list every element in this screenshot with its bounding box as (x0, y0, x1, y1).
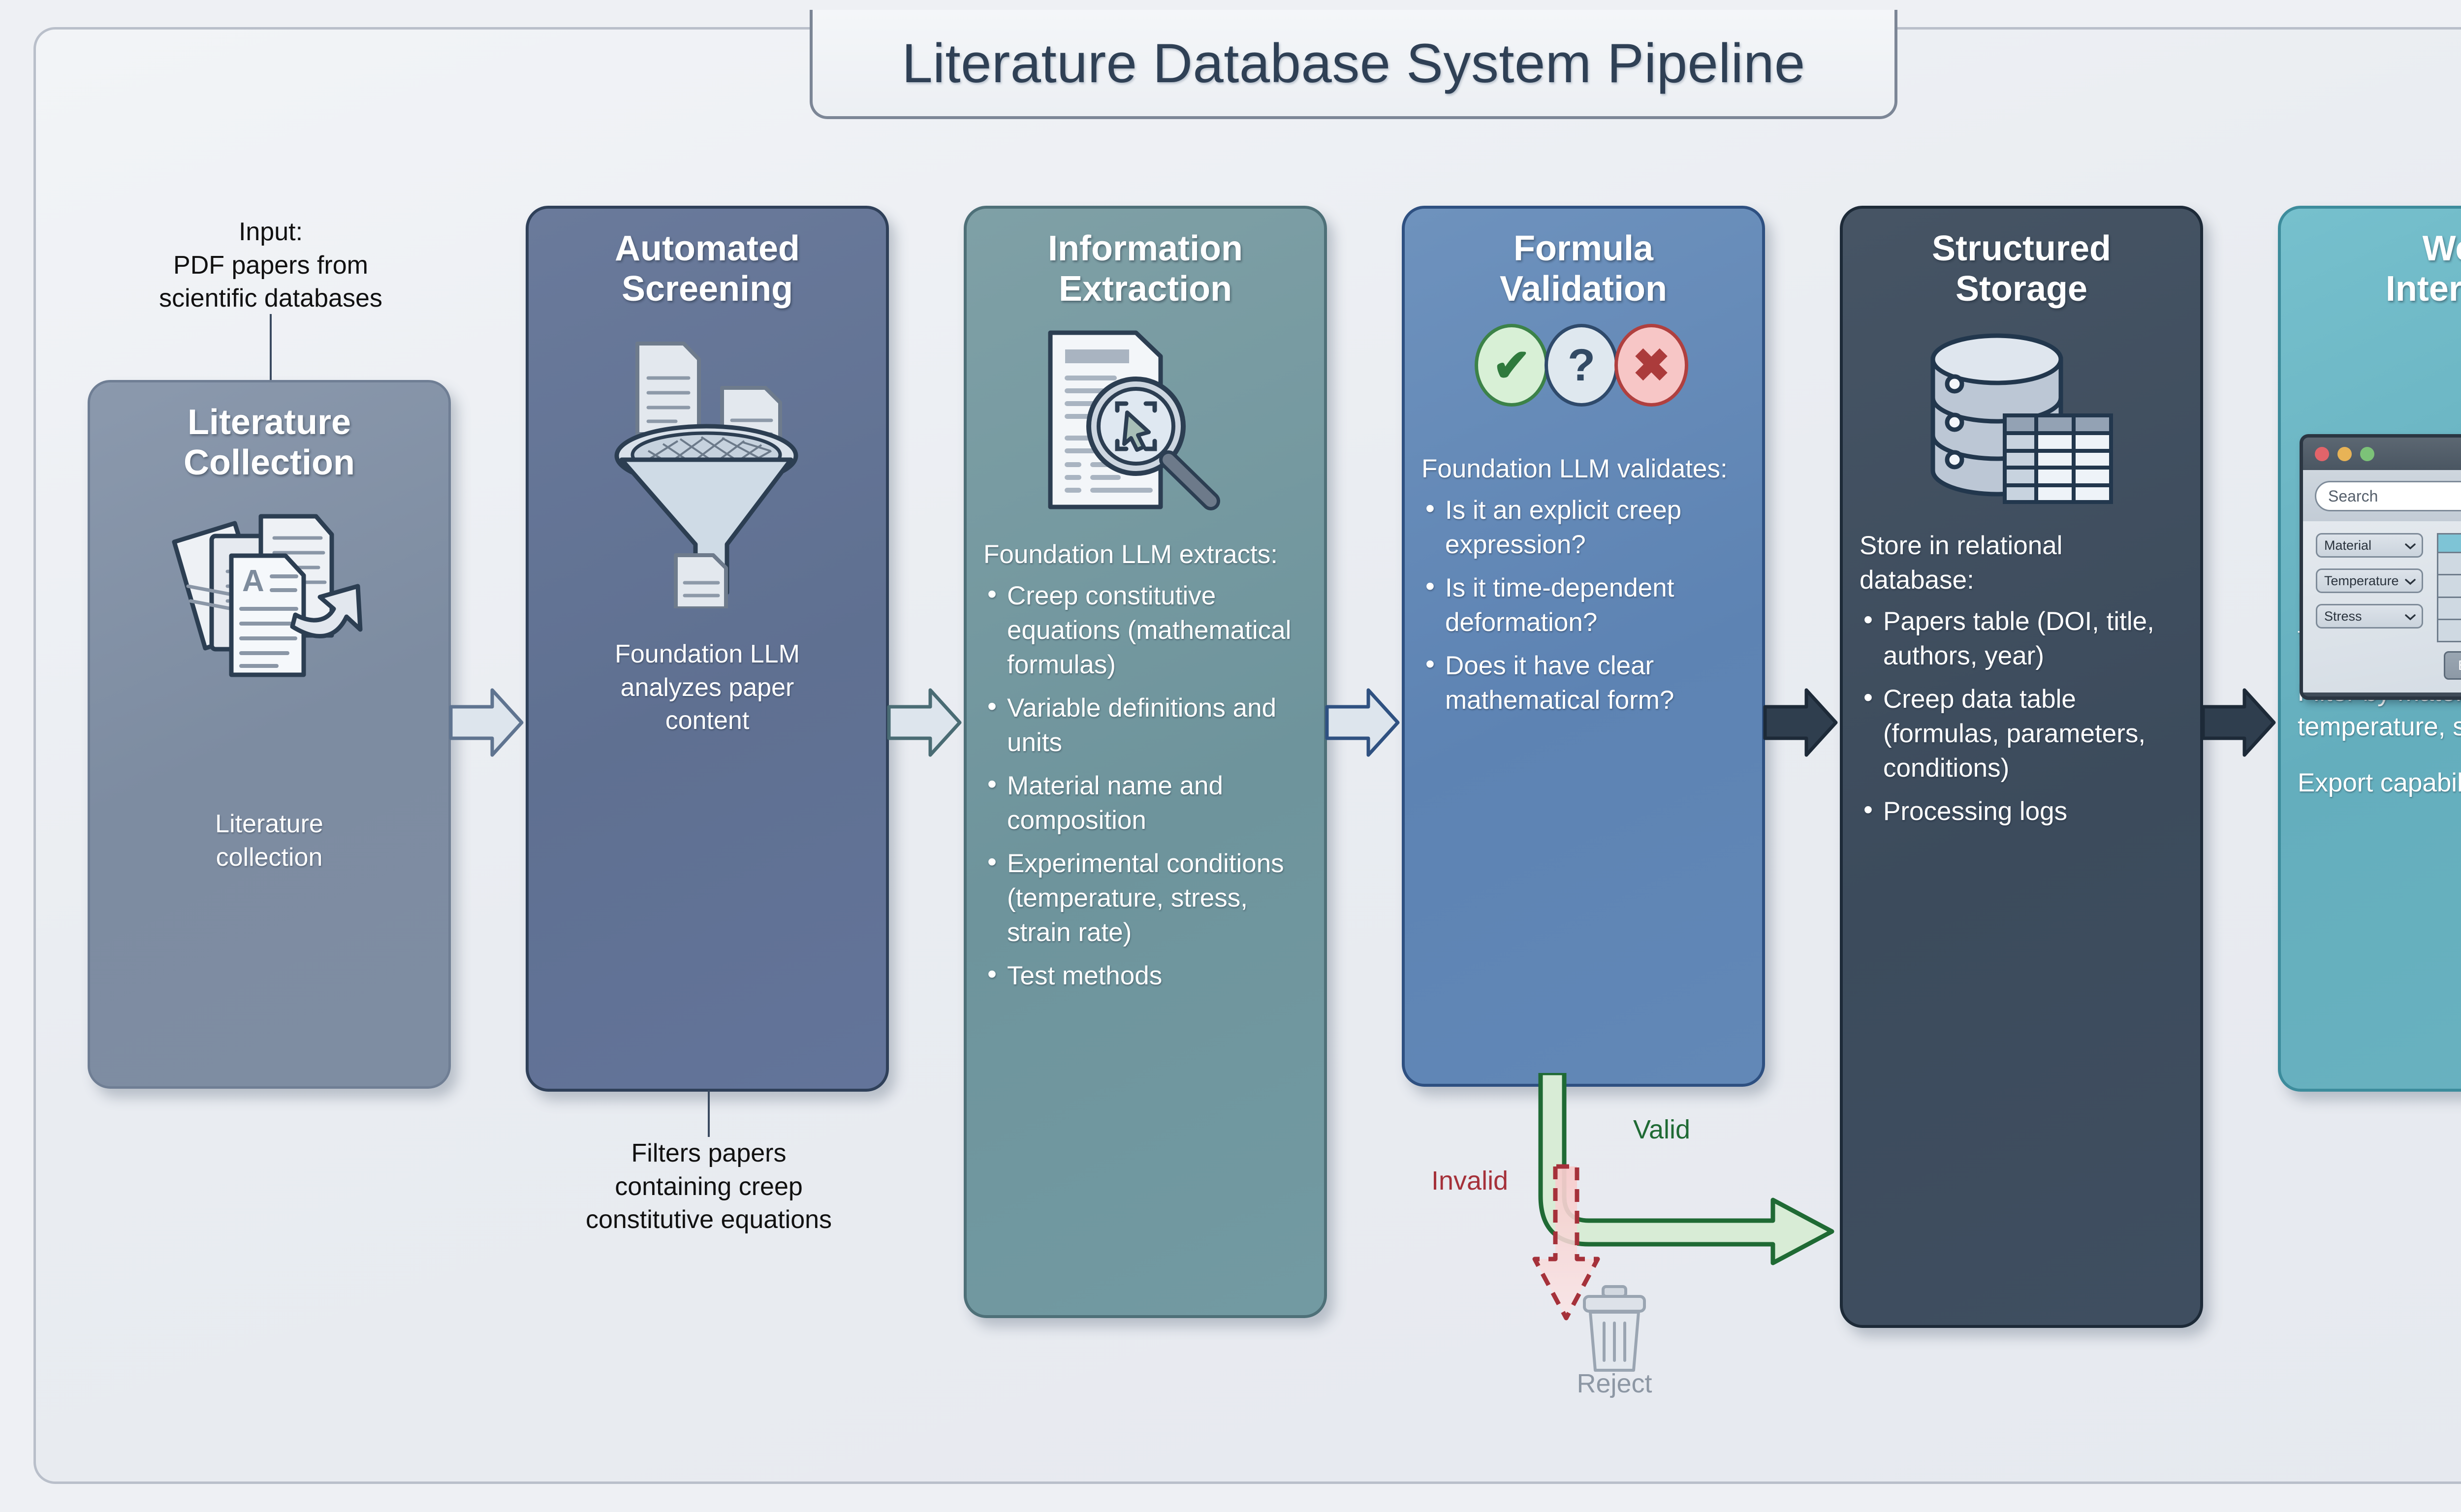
results-table (2436, 533, 2461, 643)
flow-arrow-icon (887, 684, 962, 761)
filter-select-stress[interactable]: Stress (2316, 604, 2423, 629)
list-item: Creep data table (formulas, parameters, … (1860, 680, 2183, 786)
stage-body-information-extraction: Foundation LLM extracts: Creep constitut… (983, 537, 1307, 993)
documents-stack-icon: A (107, 512, 432, 724)
extraction-bullet-list: Creep constitutive equations (mathematic… (983, 577, 1307, 993)
document-magnifier-icon (983, 326, 1307, 523)
list-item: Does it have clear mathematical form? (1421, 647, 1745, 718)
list-item: Is it time-dependent deformation? (1421, 569, 1745, 640)
browser-content: Material Temperature Stress (2303, 521, 2461, 693)
chevron-down-icon (2405, 538, 2416, 553)
table-row (2436, 533, 2461, 553)
filter-label-stress: Stress (2324, 608, 2362, 624)
chevron-down-icon (2405, 573, 2416, 589)
validation-status-icons: ✔ ? ✖ (1421, 324, 1745, 407)
flow-arrow-icon (1763, 684, 1838, 761)
chevron-down-icon (2405, 609, 2416, 624)
list-item: Experimental conditions (temperature, st… (983, 845, 1307, 950)
svg-text:A: A (242, 564, 264, 598)
filter-label-temperature: Temperature (2324, 573, 2399, 588)
page-title: Literature Database System Pipeline (902, 32, 1805, 94)
table-row (2436, 574, 2461, 598)
leader-line-input (270, 314, 272, 381)
invalid-path-label: Invalid (1431, 1166, 1509, 1196)
window-close-dot[interactable] (2315, 446, 2329, 461)
flow-arrow-icon (2201, 684, 2276, 761)
stage-title-web-interface: WebInterface (2385, 229, 2461, 309)
table-row (2436, 596, 2461, 620)
reject-label: Reject (1577, 1369, 1652, 1398)
filter-column: Material Temperature Stress (2316, 533, 2423, 693)
list-item: Variable definitions and units (983, 689, 1307, 760)
result-area: Export Export (2436, 533, 2461, 693)
search-input[interactable]: Search (2315, 481, 2461, 511)
browser-titlebar (2303, 438, 2461, 470)
window-maximize-dot[interactable] (2360, 446, 2374, 461)
storage-lead: Store in relational database: (1860, 531, 2063, 595)
table-row (2436, 551, 2461, 576)
list-item: Papers table (DOI, title, authors, year) (1860, 602, 2183, 673)
cross-icon: ✖ (1614, 324, 1688, 407)
list-item: Processing logs (1860, 792, 2183, 829)
list-item: Material name and composition (983, 767, 1307, 838)
trash-icon (1573, 1284, 1656, 1375)
question-icon: ? (1545, 324, 1618, 407)
stage-body-formula-validation: Foundation LLM validates: Is it an expli… (1421, 452, 1745, 718)
filter-select-temperature[interactable]: Temperature (2316, 568, 2423, 593)
search-input-placeholder: Search (2328, 487, 2378, 505)
database-table-icon (1860, 329, 2183, 511)
extraction-lead: Foundation LLM extracts: (983, 540, 1278, 569)
list-item: Test methods (983, 957, 1307, 993)
window-minimize-dot[interactable] (2337, 446, 2352, 461)
browser-window-mock[interactable]: Search Material Temperature (2300, 434, 2461, 700)
filter-label-material: Material (2324, 537, 2372, 553)
title-plaque: Literature Database System Pipeline (810, 10, 1897, 119)
stage-body-structured-storage: Store in relational database: Papers tab… (1860, 529, 2183, 829)
validation-lead: Foundation LLM validates: (1421, 454, 1728, 484)
export-button-csv[interactable]: Export (2444, 651, 2461, 680)
storage-bullet-list: Papers table (DOI, title, authors, year)… (1860, 602, 2183, 829)
browser-searchbar: Search (2303, 470, 2461, 521)
validation-routing-paths (1532, 1073, 1834, 1321)
table-row (2436, 618, 2461, 643)
export-row: Export Export (2437, 651, 2461, 680)
validation-bullet-list: Is it an explicit creep expression? Is i… (1421, 491, 1745, 718)
flow-arrow-icon (1325, 684, 1400, 761)
funnel-documents-icon (545, 333, 869, 609)
valid-path-label: Valid (1633, 1115, 1691, 1144)
flow-arrow-icon (449, 684, 524, 761)
filter-select-material[interactable]: Material (2316, 533, 2423, 558)
list-item: Is it an explicit creep expression? (1421, 491, 1745, 562)
web-feature-export: Export capabilities (2298, 768, 2461, 797)
check-icon: ✔ (1475, 324, 1548, 407)
leader-line-filter (708, 1090, 710, 1137)
list-item: Creep constitutive equations (mathematic… (983, 577, 1307, 682)
